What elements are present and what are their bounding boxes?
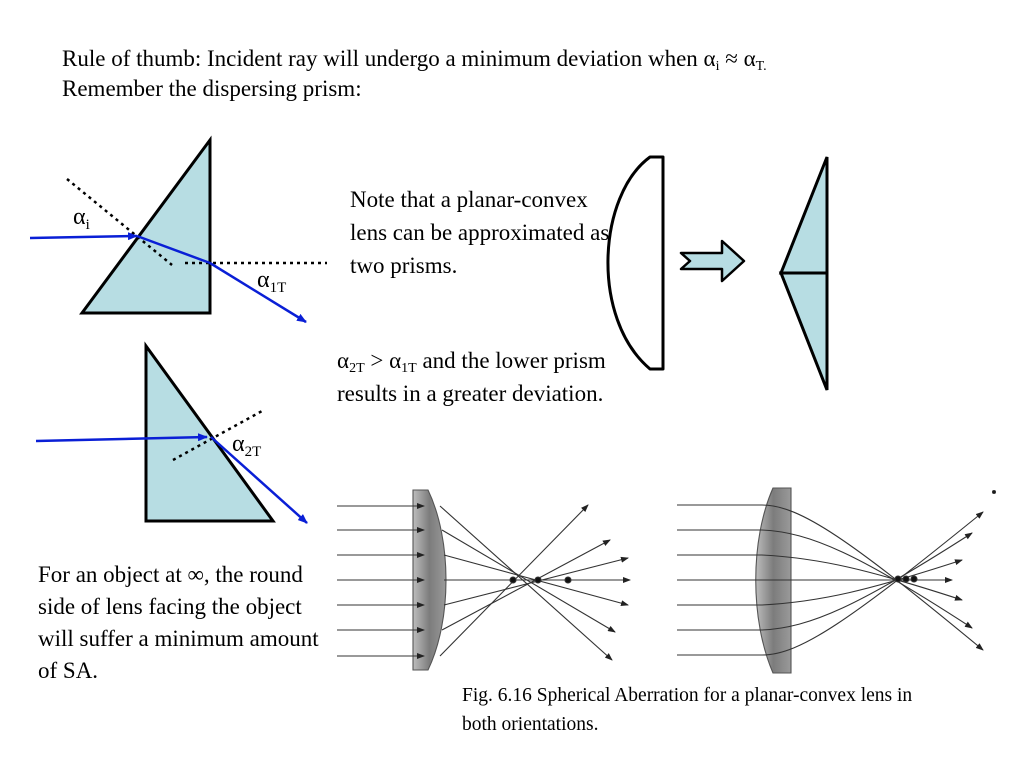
- figure-caption: Fig. 6.16 Spherical Aberration for a pla…: [462, 685, 913, 735]
- alpha-i-label: αi: [73, 204, 90, 233]
- lens-approximation-figure: [606, 155, 829, 391]
- planar-convex-lens-outline: [606, 155, 665, 371]
- lens-note-text: Note that a planar-convex lens can be ap…: [350, 187, 610, 278]
- upper-prism: [79, 135, 212, 315]
- internal-ray-upper: [136, 234, 211, 265]
- incident-ray-upper: [29, 232, 138, 241]
- lower-prism-figure: α2T: [35, 341, 308, 524]
- normal-line-entry: [66, 178, 173, 266]
- exit-ray-lower: [210, 436, 308, 524]
- top-prism: [778, 156, 829, 275]
- normal-line-lower: [172, 409, 263, 462]
- comparison-text: α2T > α1T and the lower prism results in…: [337, 348, 606, 406]
- object-infinity-text: For an object at ∞, the round side of le…: [38, 562, 319, 683]
- sa-figure-right: [677, 487, 997, 674]
- alpha-1t-label: α1T: [257, 267, 286, 296]
- exit-ray-upper: [209, 261, 307, 324]
- bottom-prism: [778, 271, 829, 391]
- upper-prism-figure: αi α1T: [29, 135, 327, 324]
- header-line-1: Rule of thumb: Incident ray will undergo…: [62, 46, 767, 74]
- lower-prism: [144, 341, 276, 523]
- lens-left: [412, 489, 447, 671]
- incident-ray-lower: [35, 433, 208, 443]
- header-line-2: Remember the dispersing prism:: [62, 76, 362, 101]
- alpha-2t-label: α2T: [232, 431, 261, 460]
- header-text: Rule of thumb: Incident ray will undergo…: [62, 44, 982, 104]
- sa-figure-left: [337, 489, 631, 671]
- right-arrow-icon: [679, 239, 746, 283]
